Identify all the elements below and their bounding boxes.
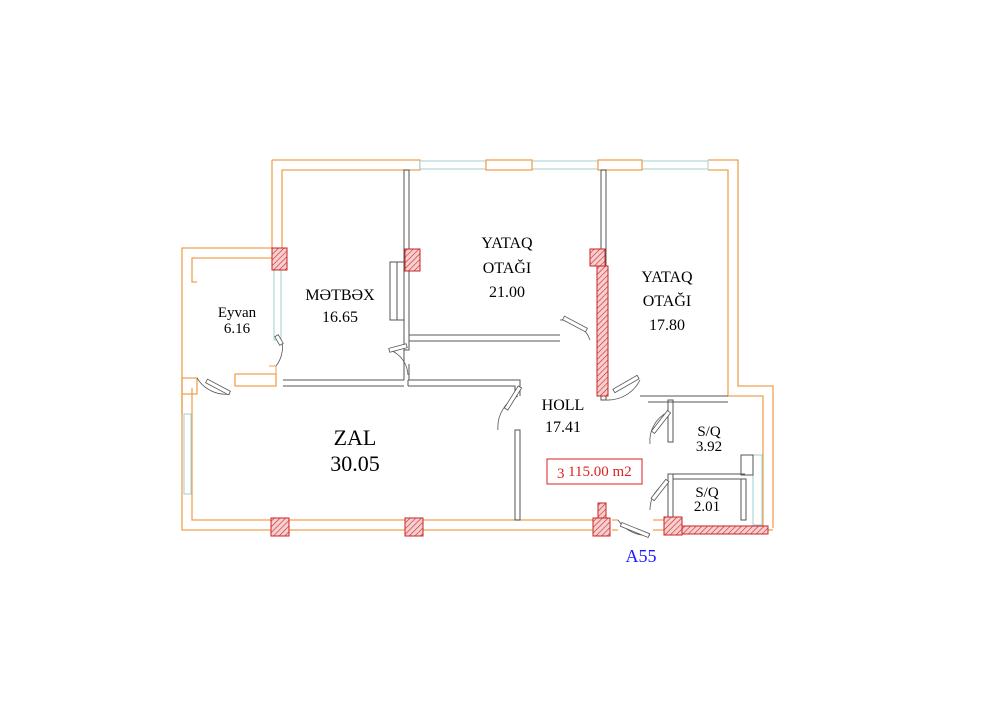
room-name-yataq-1-line1: YATAQ	[481, 235, 533, 252]
room-area-yataq-2: 17.80	[649, 317, 685, 334]
column	[597, 502, 607, 519]
room-name-zal: ZAL	[334, 425, 377, 450]
room-yataq-2: YATAQ OTAĞI 17.80	[641, 269, 693, 334]
room-eyvan: Eyvan 6.16	[218, 305, 257, 337]
column	[404, 517, 424, 537]
window-top-3	[641, 160, 709, 170]
room-area-sq-1: 3.92	[696, 439, 722, 455]
room-name-yataq-2-line2: OTAĞI	[643, 291, 691, 310]
room-sq-2: S/Q 2.01	[694, 485, 720, 515]
room-name-eyvan: Eyvan	[218, 305, 257, 321]
room-name-metbex: MƏTBƏX	[305, 287, 375, 304]
room-area-sq-2: 2.01	[694, 499, 720, 515]
area-summary-box	[546, 458, 643, 485]
window-eyvan-side	[273, 269, 282, 341]
room-sq-1: S/Q 3.92	[696, 424, 722, 455]
room-name-sq-1: S/Q	[697, 424, 721, 440]
room-name-yataq-1-line2: OTAĞI	[483, 258, 531, 277]
window-sq	[752, 454, 763, 526]
window-top-1	[419, 160, 487, 170]
total-area: 115.00 m2	[568, 464, 632, 480]
doors	[196, 315, 672, 538]
column	[270, 517, 290, 537]
column	[592, 517, 611, 537]
room-area-metbex: 16.65	[322, 309, 358, 326]
column	[404, 248, 421, 272]
room-name-holl: HOLL	[542, 397, 585, 414]
room-area-holl: 17.41	[545, 419, 581, 436]
room-yataq-1: YATAQ OTAĞI 21.00	[481, 235, 533, 301]
column	[663, 516, 683, 536]
column	[589, 248, 606, 267]
room-metbex: MƏTBƏX 16.65	[305, 287, 375, 326]
column	[271, 247, 288, 271]
room-zal: ZAL 30.05	[330, 425, 380, 476]
area-summary: 3 115.00 m2	[546, 458, 643, 485]
room-name-sq-2: S/Q	[695, 485, 719, 501]
column	[596, 265, 609, 397]
room-name-yataq-2-line1: YATAQ	[641, 269, 693, 286]
room-area-yataq-1: 21.00	[489, 284, 525, 301]
windows	[183, 159, 763, 526]
window-zal-side	[183, 413, 192, 495]
room-area-zal: 30.05	[330, 451, 380, 476]
rooms-count: 3	[557, 466, 565, 482]
column	[681, 525, 769, 535]
columns	[270, 247, 769, 537]
unit-label: A55	[626, 546, 657, 566]
room-holl: HOLL 17.41	[542, 397, 585, 436]
window-top-2	[531, 160, 599, 170]
room-area-eyvan: 6.16	[224, 321, 251, 337]
